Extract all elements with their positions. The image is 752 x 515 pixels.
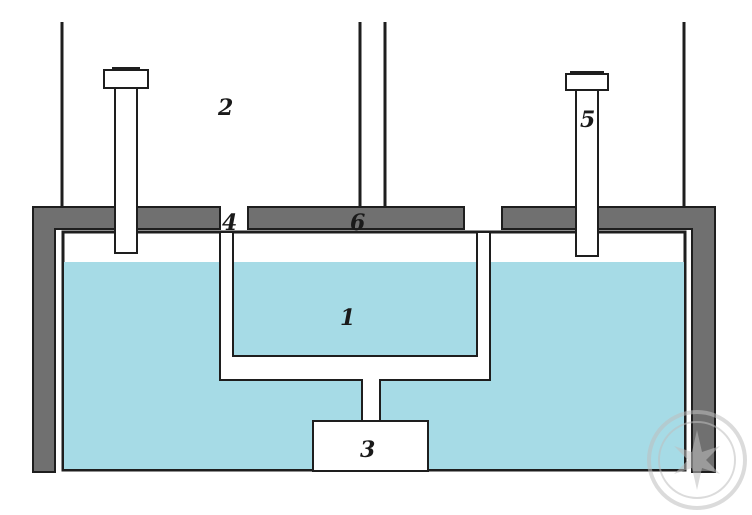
label-fill-tube: 5 (580, 107, 595, 133)
label-tube-gap: 4 (222, 210, 237, 236)
container-wall (32, 206, 221, 473)
support-rods (60, 22, 686, 207)
label-pump: 3 (360, 437, 375, 463)
reservoir-shell (219, 231, 491, 422)
label-reservoir: 1 (340, 305, 355, 331)
fill-tube-right (565, 71, 609, 257)
label-lid: 6 (350, 210, 365, 236)
watermark-seal (647, 410, 747, 510)
lid (247, 206, 465, 230)
reservoir-water (234, 262, 476, 355)
label-grow-area: 2 (217, 95, 233, 121)
fill-tube-left (103, 67, 149, 254)
pump (312, 420, 429, 472)
